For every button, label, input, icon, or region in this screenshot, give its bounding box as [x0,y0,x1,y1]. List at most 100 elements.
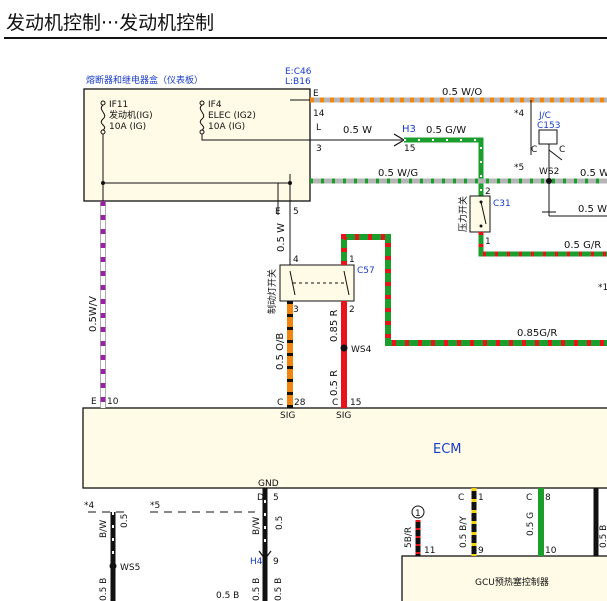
ecm-pin-c-28: C [277,398,283,408]
wire-g-r [478,232,607,257]
connector-c57: C57 [357,266,375,276]
c57-pin4: 4 [293,255,299,265]
fuse-box-junction-left [101,181,105,185]
marker-star4-jc: *4 [514,109,525,119]
gcu-label: GCU预热塞控制器 [475,576,549,588]
brake-switch-contact-left [289,270,296,296]
wire-label-w-right: 0.5 W [580,168,607,179]
gcu-pin-10: 10 [545,546,557,556]
fuse2-id: IF4 [208,100,222,110]
ecm-pin-10: 10 [107,397,119,407]
jc-c153-box [538,129,558,145]
wire-label-b-bottom-left: 0.5 B [99,578,109,601]
wire-label-g-r: 0.5 G/R [564,240,601,251]
ecm-sig-1: SIG [280,411,295,421]
wire-label-b-r: 5B/R [404,527,414,548]
fuse-pin-e: E [313,89,319,99]
brake-switch-contact-right [343,270,350,296]
connector-ws4: WS4 [351,345,372,355]
gcu-pin-9: 9 [478,546,484,556]
circle-1-label: 1 [415,509,421,519]
gcu-box [401,555,607,601]
c57-pin3: 3 [293,305,299,315]
connector-c153: C153 [537,121,560,131]
fuse2-amp: 10A (IG) [208,122,245,132]
ecm-pin-d: D [257,493,264,503]
connector-h3: H3 [402,124,416,135]
wire-label-b-w-gnd-size: 0.5 [275,516,285,530]
wire-label-r-085: 0.85 R [329,310,340,342]
wire-g-r-long-stripe [341,234,607,346]
circle-1-marker [411,505,425,519]
wire-label-w-o: 0.5 W/O [442,87,482,98]
wire-label-w-v: 0.5W/V [88,296,99,332]
ecm-pin-8: 8 [545,493,551,503]
fuse1-id: IF11 [109,100,128,110]
fuse-box-connector-e: E:C46 [285,67,312,77]
wire-label-o-b: 0.5 O/B [275,333,286,370]
c57-pin1: 1 [349,255,355,265]
connector-ws2: WS2 [539,167,559,177]
c31-pin1: 1 [485,237,491,247]
marker-star4-bottom: *4 [84,501,95,511]
ecm-box [82,407,607,489]
ecm-pin-1: 1 [478,493,484,503]
connector-h4-pin: 9 [273,557,279,567]
wire-label-b-w-left: B/W [99,520,109,538]
fuse1-name: 发动机(IG) [109,109,153,121]
fuse2-symbol [199,104,205,131]
jc-diagonal [548,149,563,161]
title-divider [4,37,607,39]
wire-label-w: 0.5 W [343,125,372,136]
jc-c-right: C [559,145,565,155]
wire-label-b-w-left-size: 0.5 [120,514,130,528]
wire-label-g-w: 0.5 G/W [426,125,466,136]
connector-jc: J/C [538,111,551,121]
fuse2-name: ELEC (IG2) [208,111,256,121]
gcu-pin-11: 11 [424,546,435,556]
ecm-sig-2: SIG [336,411,351,421]
ecm-pin-5: 5 [273,493,279,503]
pressure-switch-pin-bottom [479,224,483,228]
h4-arrow [258,550,272,560]
wire-label-b-w-gnd: B/W [252,517,262,535]
c57-pin2: 2 [349,305,355,315]
ecm-pin-c-15: C [332,398,338,408]
fuse-pin-l: L [316,123,321,133]
wire-g-w [404,137,484,196]
pressure-switch-pin-top [479,200,483,204]
fuse-box-internal-wiring [102,99,310,201]
ecm-pin-c8: C [526,493,532,503]
ecm-pin-15: 15 [350,398,361,408]
fuse-box-connector-l: L:B16 [285,77,311,87]
wire-label-g: 0.5 G [526,512,536,536]
brake-switch-label: 制动灯开关 [266,269,278,314]
wire-label-w-vertical: 0.5 W [276,223,287,252]
wire-label-r-05: 0.5 R [329,370,340,396]
wire-label-w-right2: 0.5 W [578,204,607,215]
ws5-junction [109,562,117,570]
connector-ws5: WS5 [120,563,140,573]
fuse-pin-3: 3 [316,144,322,154]
page-title: 发动机控制···发动机控制 [6,12,215,34]
wire-label-b-y: 0.5 B/Y [459,516,469,548]
fuse1-symbol [100,104,106,131]
fuse-pin-14: 14 [313,109,325,119]
c31-pin2: 2 [485,187,491,197]
connector-h4: H4 [250,557,263,567]
ecm-label: ECM [433,442,462,457]
marker-star1: *1 [598,283,607,293]
wire-label-b-bottom-2: 0.5 B [216,591,239,601]
wire-label-b-bottom-3: 0.5 B [274,578,284,601]
pressure-switch-contact [480,201,487,225]
connector-h3-pin: 15 [404,144,415,154]
wire-label-w-g: 0.5 W/G [378,168,418,179]
fuse-pin-5: 5 [293,207,299,217]
connector-c31: C31 [493,199,511,209]
ecm-gnd: GND [258,479,279,489]
fuse-box-junction-right [288,181,292,185]
wire-label-b-bottom-1: 0.5 B [252,578,262,601]
fuse-box [83,88,311,202]
marker-star5-ws2: *5 [514,163,524,173]
